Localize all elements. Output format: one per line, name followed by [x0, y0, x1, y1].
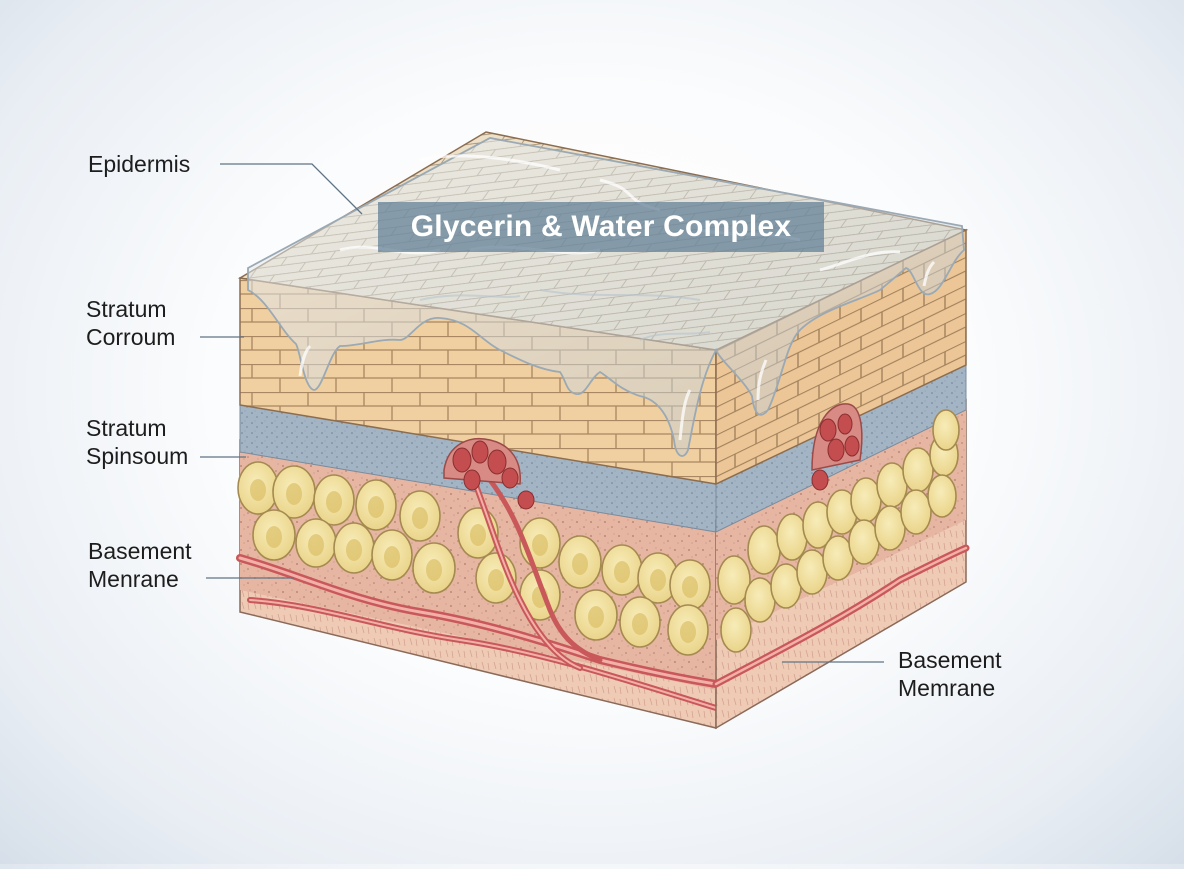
label-basement-left-line1: Basement: [88, 537, 192, 565]
label-basement-right-line1: Basement: [898, 646, 1002, 674]
label-basement-membrane-left: Basement Menrane: [88, 537, 192, 593]
label-epidermis: Epidermis: [88, 150, 190, 178]
label-basement-membrane-right: Basement Memrane: [898, 646, 1002, 702]
glycerin-water-complex-banner: Glycerin & Water Complex: [378, 202, 824, 252]
label-stratum-spinosum: Stratum Spinsoum: [86, 414, 188, 470]
label-basement-left-line2: Menrane: [88, 565, 192, 593]
label-stratum-spinosum-line1: Stratum: [86, 414, 188, 442]
label-stratum-corneum: Stratum Corroum: [86, 295, 175, 351]
label-stratum-spinosum-line2: Spinsoum: [86, 442, 188, 470]
label-stratum-corneum-line2: Corroum: [86, 323, 175, 351]
label-stratum-corneum-line1: Stratum: [86, 295, 175, 323]
label-basement-right-line2: Memrane: [898, 674, 1002, 702]
